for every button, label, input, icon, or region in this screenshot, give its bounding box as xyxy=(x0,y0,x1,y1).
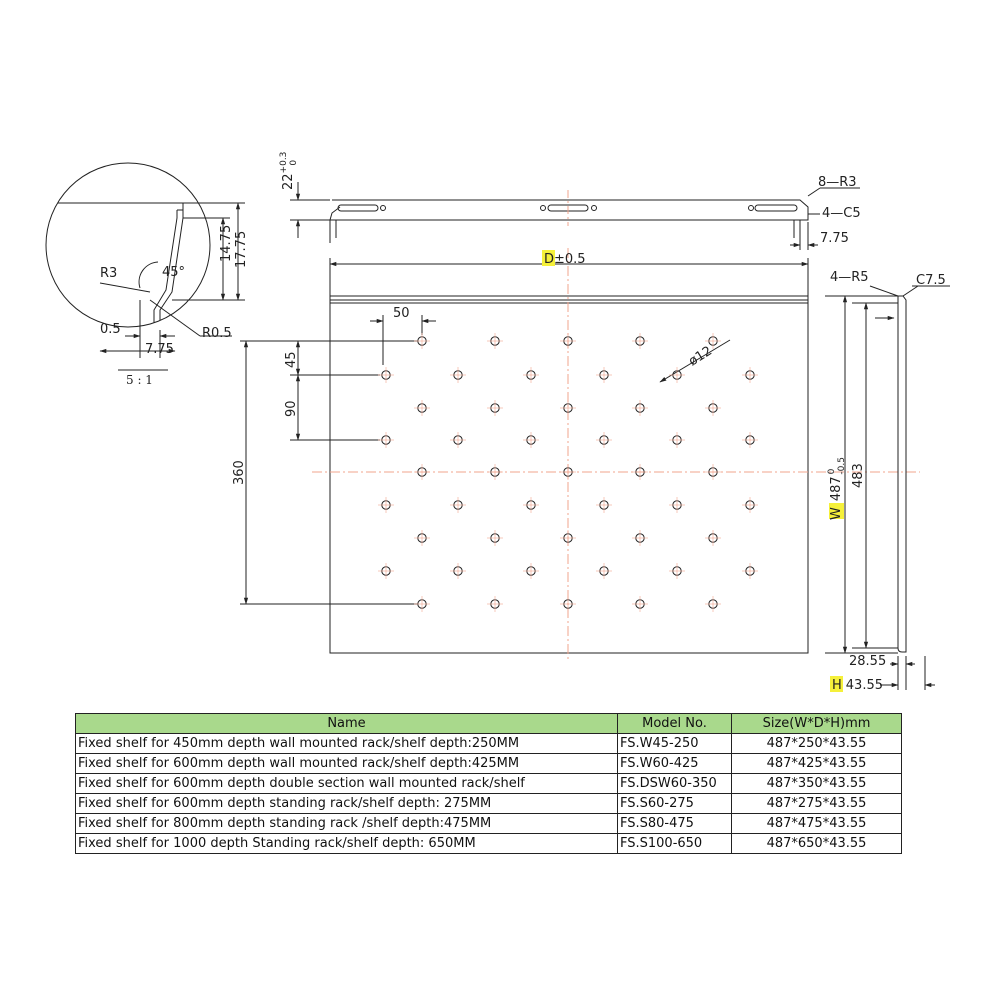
leader-8-r3 xyxy=(807,187,821,197)
table-row: Fixed shelf for 600mm depth double secti… xyxy=(75,773,902,794)
label-28-55: 28.55 xyxy=(849,654,886,669)
cell-model: FS.S100-650 xyxy=(617,833,732,854)
d-highlight xyxy=(542,250,555,266)
cell-size: 487*650*43.55 xyxy=(731,833,902,854)
label-r3: R3 xyxy=(100,266,117,281)
leader-c75 xyxy=(902,285,919,297)
cell-size: 487*475*43.55 xyxy=(731,813,902,834)
label-14-75: 14.75 xyxy=(219,225,234,262)
label-50: 50 xyxy=(393,306,410,321)
angle-arc xyxy=(138,261,159,289)
hole-pattern xyxy=(378,333,758,612)
label-4-c5: 4—C5 xyxy=(822,206,861,221)
label-7-75: 7.75 xyxy=(145,342,174,357)
label-w: W4870-0.5 xyxy=(827,457,847,520)
label-c7-5: C7.5 xyxy=(916,273,946,288)
label-7-75-side: 7.75 xyxy=(820,231,849,246)
cell-name: Fixed shelf for 600mm depth wall mounted… xyxy=(75,753,618,774)
cell-name: Fixed shelf for 450mm depth wall mounted… xyxy=(75,733,618,754)
header-model: Model No. xyxy=(617,713,732,734)
label-360: 360 xyxy=(232,460,247,485)
label-r0-5: R0.5 xyxy=(202,326,232,341)
plate-outline xyxy=(329,295,809,654)
cell-model: FS.S60-275 xyxy=(617,793,732,814)
table-row: Fixed shelf for 450mm depth wall mounted… xyxy=(75,733,902,754)
table-row: Fixed shelf for 600mm depth standing rac… xyxy=(75,793,902,814)
label-0-5: 0.5 xyxy=(100,322,121,337)
cell-name: Fixed shelf for 1000 depth Standing rack… xyxy=(75,833,618,854)
cell-size: 487*350*43.55 xyxy=(731,773,902,794)
cell-name: Fixed shelf for 800mm depth standing rac… xyxy=(75,813,618,834)
label-483: 483 xyxy=(851,463,866,488)
label-d: D±0.5 xyxy=(544,252,586,267)
top-view-labels: D±0.5 50 45 90 360 ø12 xyxy=(232,250,715,485)
table-row: Fixed shelf for 600mm depth wall mounted… xyxy=(75,753,902,774)
label-22: 22+0.30 xyxy=(279,152,299,190)
right-view xyxy=(825,285,950,690)
label-8-r3: 8—R3 xyxy=(818,175,857,190)
label-17-75: 17.75 xyxy=(234,231,249,268)
leader-r05 xyxy=(149,299,201,337)
h-highlight xyxy=(830,676,843,692)
table-row: Fixed shelf for 800mm depth standing rac… xyxy=(75,813,902,834)
detail-circle xyxy=(45,162,211,328)
technical-drawing: R3 45° 14.75 17.75 0.5 7.75 R0.5 5 : 1 xyxy=(45,152,950,693)
top-view xyxy=(240,248,920,662)
label-angle: 45° xyxy=(162,265,185,280)
leader-r3 xyxy=(99,282,151,293)
leader-r5 xyxy=(869,285,899,297)
header-size: Size(W*D*H)mm xyxy=(731,713,902,734)
side-view-labels: 22+0.30 8—R3 4—C5 7.75 xyxy=(279,152,861,246)
w-highlight xyxy=(829,503,844,519)
end-profile xyxy=(897,295,907,653)
label-4-r5: 4—R5 xyxy=(830,270,869,285)
cell-name: Fixed shelf for 600mm depth double secti… xyxy=(75,773,618,794)
label-90: 90 xyxy=(284,400,299,417)
cell-size: 487*250*43.55 xyxy=(731,733,902,754)
slot-right xyxy=(754,204,798,212)
cell-model: FS.S80-475 xyxy=(617,813,732,834)
cell-model: FS.DSW60-350 xyxy=(617,773,732,794)
cell-size: 487*275*43.55 xyxy=(731,793,902,814)
slot-left xyxy=(337,204,379,212)
detail-labels: R3 45° 14.75 17.75 0.5 7.75 R0.5 5 : 1 xyxy=(100,225,249,387)
cell-name: Fixed shelf for 600mm depth standing rac… xyxy=(75,793,618,814)
detail-view xyxy=(45,162,245,371)
cell-model: FS.W60-425 xyxy=(617,753,732,774)
label-45: 45 xyxy=(284,351,299,368)
header-name: Name xyxy=(75,713,618,734)
cell-size: 487*425*43.55 xyxy=(731,753,902,774)
side-profile-outer xyxy=(332,199,809,243)
cell-model: FS.W45-250 xyxy=(617,733,732,754)
label-hole-dia: ø12 xyxy=(686,344,715,370)
spec-table: Name Model No. Size(W*D*H)mm Fixed shelf… xyxy=(75,713,902,854)
side-view xyxy=(290,182,860,250)
detail-scale: 5 : 1 xyxy=(126,373,153,387)
table-header-row: Name Model No. Size(W*D*H)mm xyxy=(75,713,902,734)
table-row: Fixed shelf for 1000 depth Standing rack… xyxy=(75,833,902,854)
